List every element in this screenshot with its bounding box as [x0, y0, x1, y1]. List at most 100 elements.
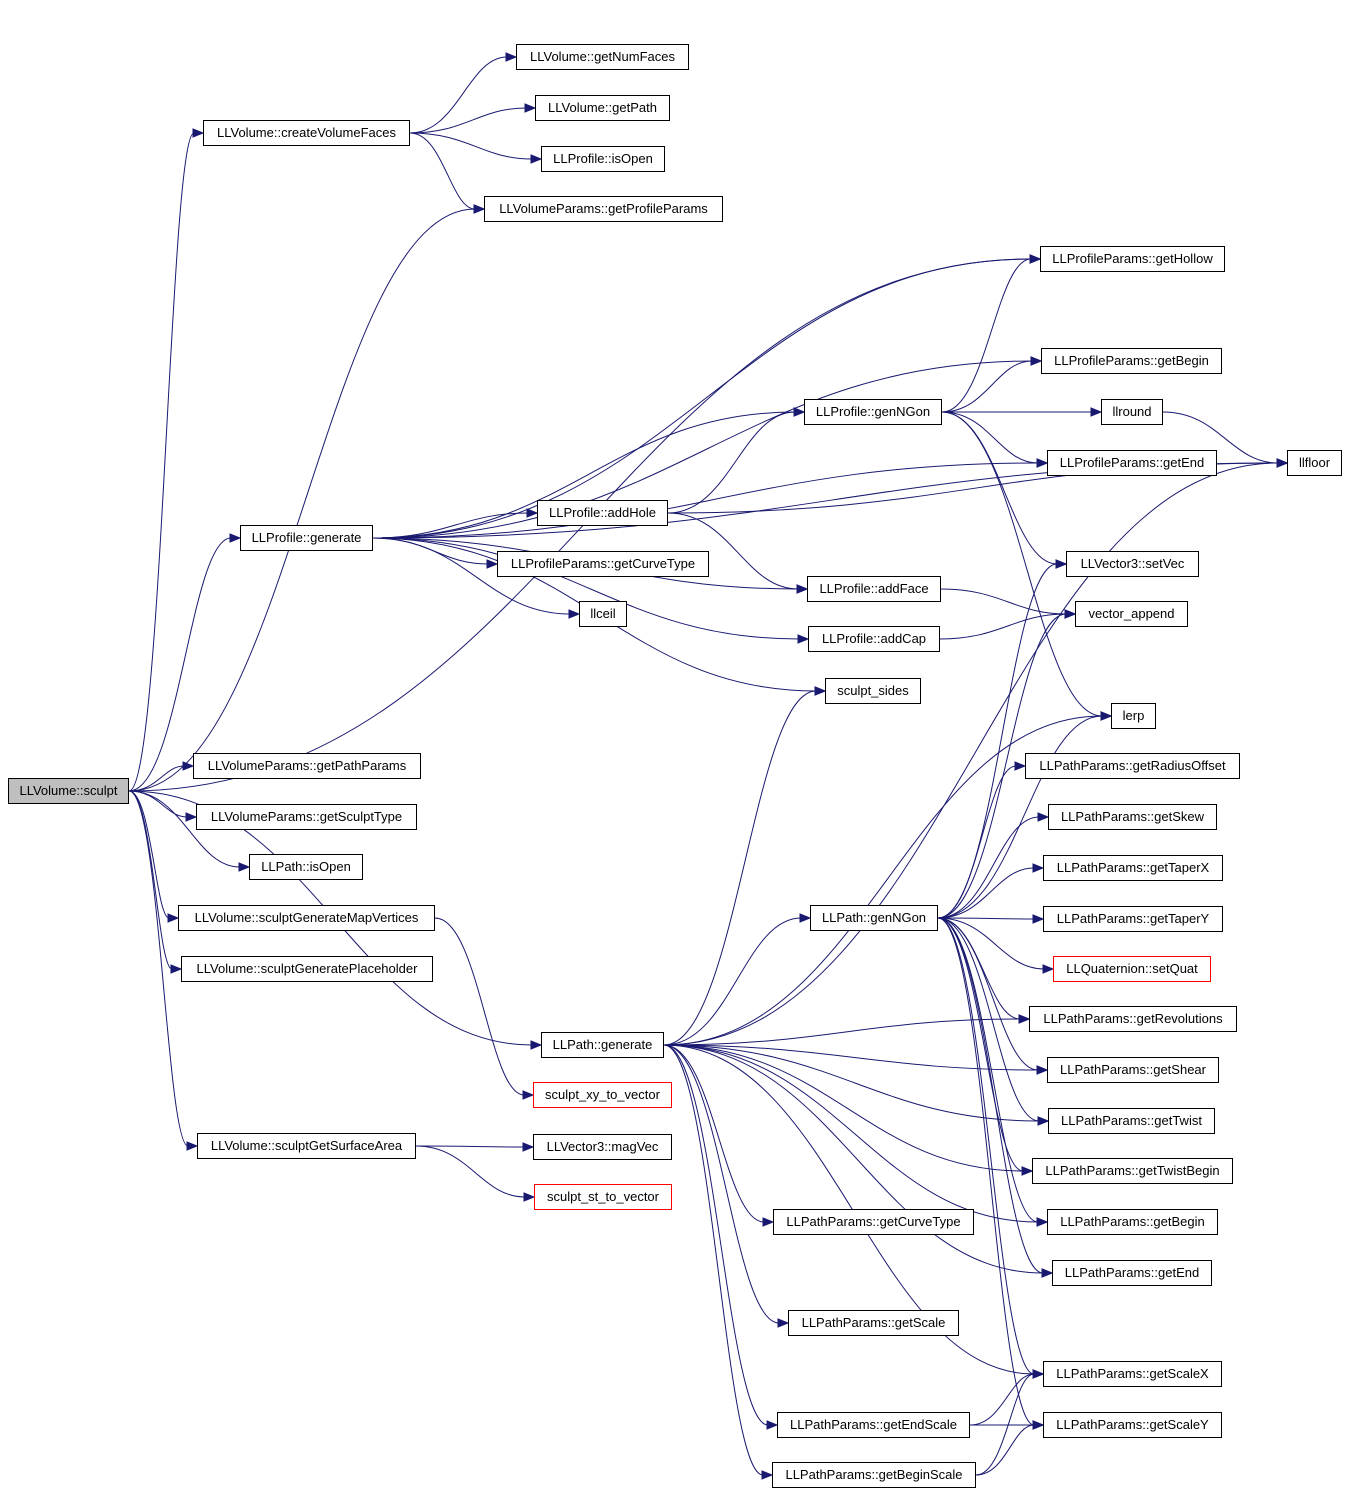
call-edge — [128, 765, 185, 792]
call-edge — [663, 917, 802, 1046]
graph-node-create-volume-faces[interactable]: LLVolume::createVolumeFaces — [203, 120, 410, 146]
graph-node-get-revolutions[interactable]: LLPathParams::getRevolutions — [1029, 1006, 1237, 1032]
graph-node-get-taper-y[interactable]: LLPathParams::getTaperY — [1043, 906, 1223, 932]
call-edge — [663, 715, 1103, 1046]
call-edge — [372, 411, 796, 539]
call-edge — [937, 917, 1040, 1122]
call-edge-arrowhead — [526, 508, 539, 518]
graph-node-map-vertices[interactable]: LLVolume::sculptGenerateMapVertices — [178, 905, 435, 931]
graph-node-surface-area[interactable]: LLVolume::sculptGetSurfaceArea — [197, 1133, 416, 1159]
graph-node-sculpt-sides[interactable]: sculpt_sides — [825, 678, 921, 704]
graph-node-gen-ngon-path[interactable]: LLPath::genNGon — [810, 905, 938, 931]
call-edge-arrowhead — [167, 913, 180, 923]
graph-node-get-begin-scale[interactable]: LLPathParams::getBeginScale — [772, 1462, 976, 1488]
graph-node-add-hole[interactable]: LLProfile::addHole — [537, 500, 668, 526]
graph-node-llceil[interactable]: llceil — [579, 601, 627, 627]
call-edge — [663, 1044, 1040, 1122]
graph-node-get-path[interactable]: LLVolume::getPath — [535, 95, 670, 121]
graph-node-get-num-faces[interactable]: LLVolume::getNumFaces — [516, 44, 689, 70]
graph-node-get-scale[interactable]: LLPathParams::getScale — [788, 1310, 959, 1336]
graph-node-lerp[interactable]: lerp — [1111, 703, 1156, 729]
graph-node-llfloor[interactable]: llfloor — [1287, 450, 1342, 476]
call-edge-arrowhead — [182, 761, 195, 771]
graph-node-path-get-curve-type[interactable]: LLPathParams::getCurveType — [773, 1209, 974, 1235]
graph-node-get-twist[interactable]: LLPathParams::getTwist — [1048, 1108, 1215, 1134]
call-edge-arrowhead — [530, 1040, 543, 1050]
graph-node-pp-get-curve-type[interactable]: LLProfileParams::getCurveType — [497, 551, 709, 577]
graph-node-add-cap[interactable]: LLProfile::addCap — [808, 626, 940, 652]
call-edge — [937, 917, 1039, 1071]
graph-node-get-scale-y[interactable]: LLPathParams::getScaleY — [1043, 1412, 1222, 1438]
graph-node-gen-ngon-p[interactable]: LLProfile::genNGon — [804, 399, 942, 425]
call-edge — [937, 917, 1021, 1020]
call-edge-arrowhead — [1032, 863, 1045, 873]
call-edge — [128, 790, 188, 818]
call-edge — [409, 132, 476, 210]
call-edge — [937, 917, 1024, 1172]
call-edge-arrowhead — [1064, 609, 1077, 619]
graph-node-get-profile-params[interactable]: LLVolumeParams::getProfileParams — [484, 196, 723, 222]
call-edge — [937, 613, 1067, 919]
graph-node-get-end-scale[interactable]: LLPathParams::getEndScale — [777, 1412, 970, 1438]
call-edge-arrowhead — [762, 1217, 775, 1227]
call-edge — [372, 462, 1039, 539]
graph-node-get-shear[interactable]: LLPathParams::getShear — [1047, 1057, 1219, 1083]
call-edge — [937, 917, 1045, 970]
graph-node-set-vec[interactable]: LLVector3::setVec — [1066, 551, 1199, 577]
graph-node-llround[interactable]: llround — [1101, 399, 1163, 425]
call-edge — [663, 1044, 765, 1223]
graph-node-pp-get-end[interactable]: LLProfileParams::getEnd — [1047, 450, 1217, 476]
call-edge — [940, 588, 1067, 615]
call-edge — [128, 790, 173, 970]
call-edge-arrowhead — [530, 154, 543, 164]
graph-node-mag-vec[interactable]: LLVector3::magVec — [533, 1134, 672, 1160]
call-edge — [409, 56, 508, 134]
call-edge-arrowhead — [761, 1470, 774, 1480]
graph-node-path-generate[interactable]: LLPath::generate — [541, 1032, 664, 1058]
graph-node-get-skew[interactable]: LLPathParams::getSkew — [1048, 804, 1217, 830]
call-edge-arrowhead — [1037, 812, 1050, 822]
graph-node-pp-get-begin[interactable]: LLProfileParams::getBegin — [1041, 348, 1222, 374]
graph-node-path-is-open[interactable]: LLPath::isOpen — [249, 854, 363, 880]
call-edge — [937, 765, 1017, 919]
call-edge-arrowhead — [1037, 1116, 1050, 1126]
graph-node-get-hollow[interactable]: LLProfileParams::getHollow — [1040, 246, 1225, 272]
call-edge — [969, 1373, 1035, 1426]
call-edge — [941, 411, 1103, 717]
call-edge-arrowhead — [1041, 1268, 1054, 1278]
graph-node-xy-to-vector[interactable]: sculpt_xy_to_vector — [533, 1082, 672, 1108]
graph-node-path-get-end[interactable]: LLPathParams::getEnd — [1052, 1260, 1212, 1286]
graph-node-set-quat[interactable]: LLQuaternion::setQuat — [1053, 956, 1211, 982]
call-edge-arrowhead — [1032, 1369, 1045, 1379]
graph-node-path-get-begin[interactable]: LLPathParams::getBegin — [1047, 1209, 1218, 1235]
call-edge — [372, 360, 1033, 539]
call-edge — [415, 1145, 526, 1198]
graph-node-st-to-vector[interactable]: sculpt_st_to_vector — [534, 1184, 672, 1210]
call-edge — [667, 411, 796, 514]
call-edge-arrowhead — [238, 862, 251, 872]
graph-node-prof-is-open[interactable]: LLProfile::isOpen — [541, 146, 665, 172]
call-edge-arrowhead — [796, 584, 809, 594]
call-edge — [1162, 411, 1279, 464]
call-edge — [663, 1044, 1039, 1223]
call-edge — [937, 715, 1103, 919]
call-edge — [975, 1424, 1035, 1476]
call-edge-arrowhead — [1029, 254, 1042, 264]
call-edge — [372, 537, 571, 615]
call-edge-arrowhead — [1014, 761, 1027, 771]
call-edge-arrowhead — [1030, 356, 1043, 366]
call-edge — [941, 360, 1033, 413]
graph-node-get-path-params[interactable]: LLVolumeParams::getPathParams — [193, 753, 421, 779]
call-edge-arrowhead — [1018, 1014, 1031, 1024]
graph-node-get-taper-x[interactable]: LLPathParams::getTaperX — [1043, 855, 1223, 881]
graph-node-vector-append[interactable]: vector_append — [1075, 601, 1188, 627]
graph-node-get-sculpt-type[interactable]: LLVolumeParams::getSculptType — [196, 804, 417, 830]
graph-node-get-twist-begin[interactable]: LLPathParams::getTwistBegin — [1032, 1158, 1233, 1184]
graph-node-placeholder[interactable]: LLVolume::sculptGeneratePlaceholder — [181, 956, 433, 982]
call-edge — [937, 816, 1040, 919]
graph-node-prof-generate[interactable]: LLProfile::generate — [240, 525, 373, 551]
graph-node-get-scale-x[interactable]: LLPathParams::getScaleX — [1043, 1361, 1222, 1387]
graph-node-get-radius-offset[interactable]: LLPathParams::getRadiusOffset — [1025, 753, 1240, 779]
graph-node-add-face[interactable]: LLProfile::addFace — [807, 576, 941, 602]
